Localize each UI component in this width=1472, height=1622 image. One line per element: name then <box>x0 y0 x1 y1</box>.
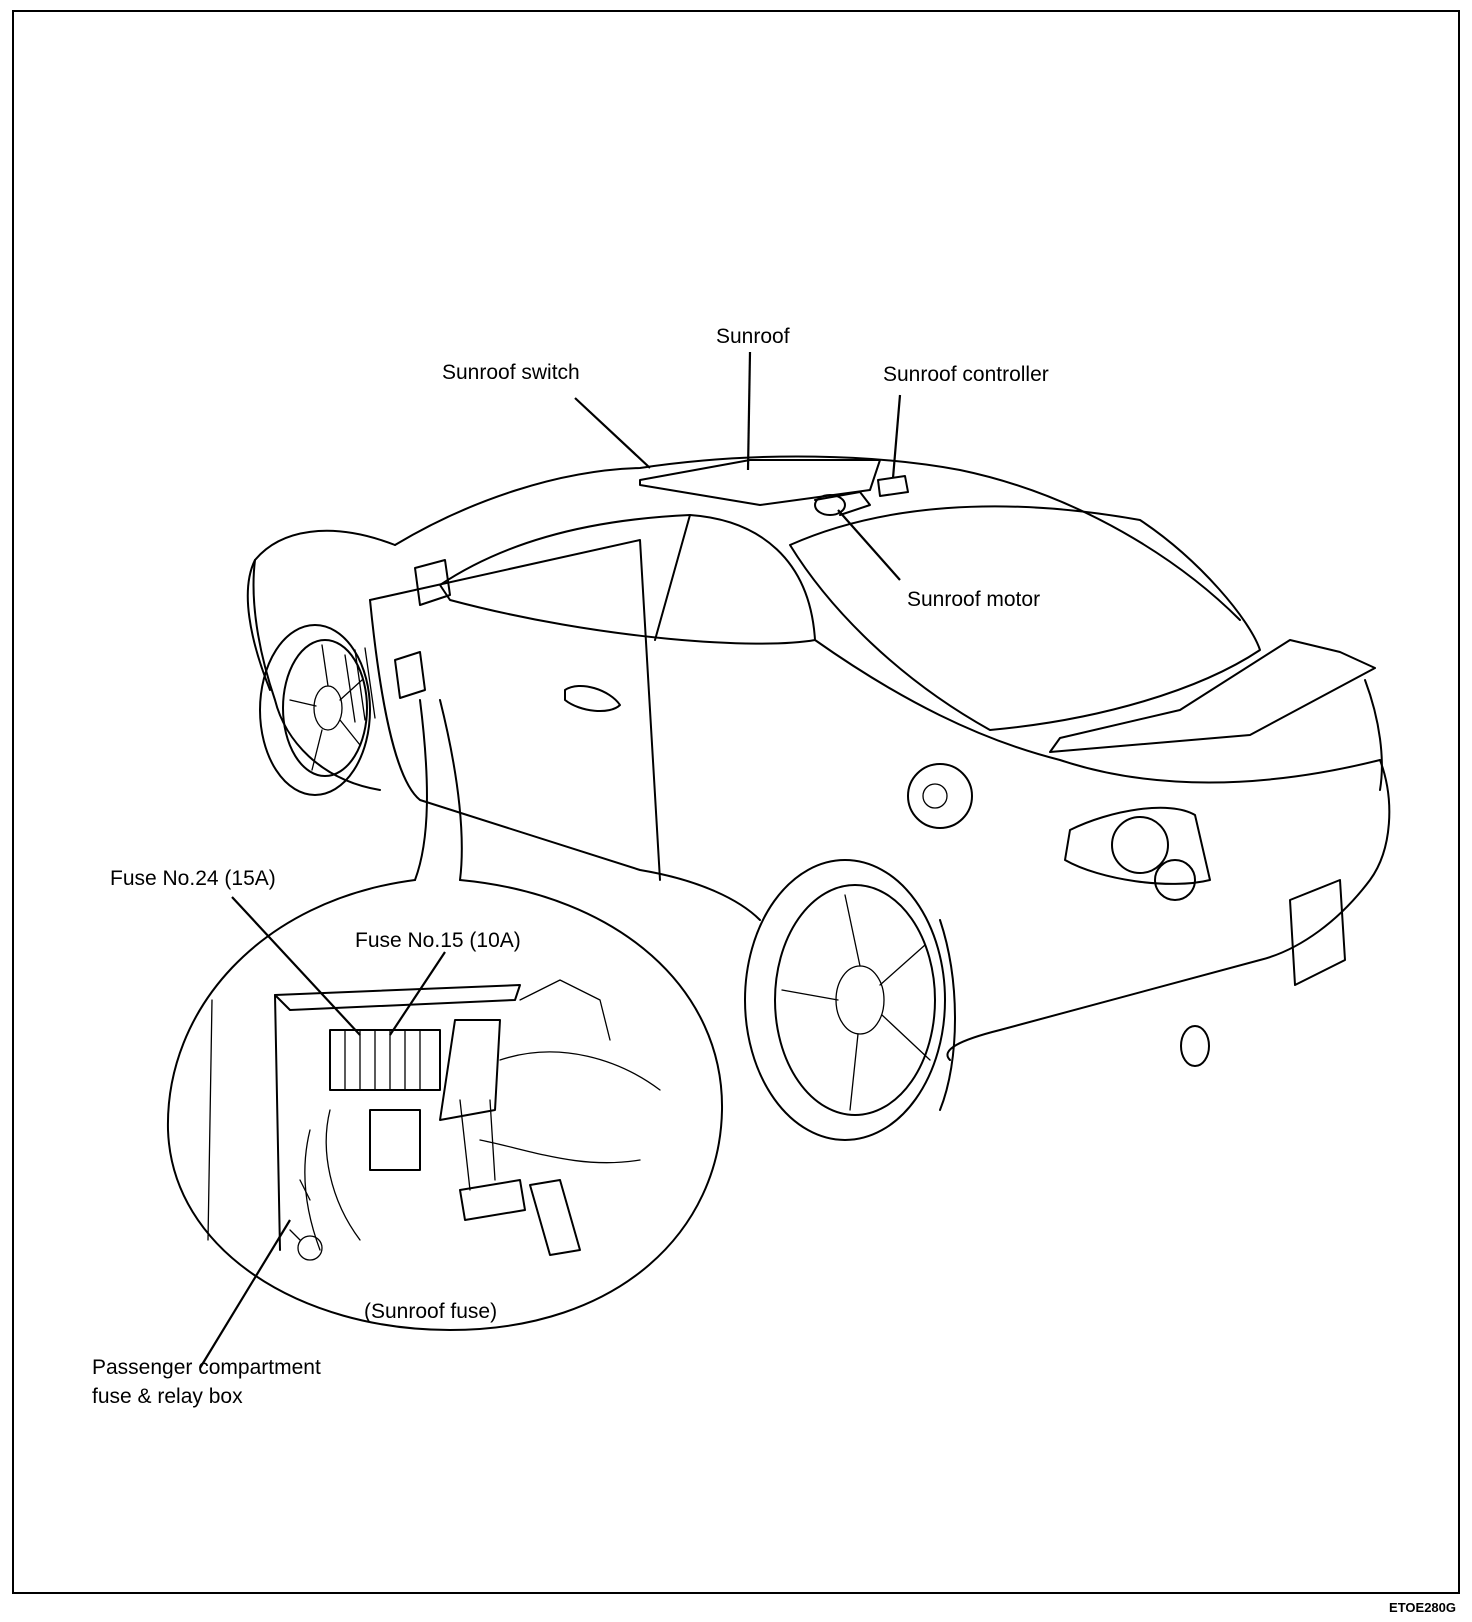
label-relay-box-line2: fuse & relay box <box>92 1385 243 1408</box>
leader-fuse-15 <box>389 951 446 1036</box>
label-sunroof-motor: Sunroof motor <box>907 588 1041 611</box>
inset-circle <box>166 879 724 1331</box>
rear-wheel-arch <box>939 919 956 1111</box>
side-mirror <box>414 559 451 606</box>
label-sunroof: Sunroof <box>716 325 790 348</box>
leader-sunroof-motor <box>837 509 901 581</box>
figure-reference: ETOE280G <box>1389 1600 1456 1615</box>
car-body <box>246 455 1391 1067</box>
license-plate <box>1289 879 1346 986</box>
label-relay-box-line1: Passenger compartment <box>92 1356 321 1379</box>
tail-light-housing <box>1064 806 1211 885</box>
roof-line <box>394 455 1241 621</box>
rocker-line <box>369 599 761 921</box>
leader-sunroof-controller <box>891 394 902 479</box>
brake-pedal <box>459 1179 526 1221</box>
label-sunroof-controller: Sunroof controller <box>883 363 1049 386</box>
tail-edge <box>1364 679 1383 791</box>
front-hood <box>246 529 396 691</box>
label-sunroof-switch: Sunroof switch <box>442 361 580 384</box>
sunroof-motor-part <box>814 494 846 516</box>
rear-spoiler <box>1049 639 1376 753</box>
fuse-block <box>329 1029 441 1091</box>
leader-sunroof <box>746 351 752 471</box>
tail-light-large <box>1111 816 1169 874</box>
leader-lines <box>199 351 902 1369</box>
tail-light-small <box>1154 859 1196 901</box>
sunroof-controller-box <box>877 475 909 497</box>
belt-line <box>814 639 1381 784</box>
leader-sunroof-switch <box>574 397 651 469</box>
door-handle <box>564 685 621 712</box>
window-pillar <box>654 514 691 641</box>
front-wheel <box>259 624 371 796</box>
side-marker <box>394 651 426 699</box>
door-shut-line <box>369 539 661 881</box>
accelerator-pedal <box>529 1179 581 1256</box>
rear-bumper <box>946 759 1391 1061</box>
leader-relay-box <box>199 1219 291 1369</box>
leader-fuse-24 <box>231 896 361 1036</box>
sunroof-glass <box>639 459 881 506</box>
figure-frame <box>12 10 1460 1594</box>
fuse-panel-top <box>274 984 521 1011</box>
rear-window <box>789 505 1261 731</box>
label-sunroof-fuse: (Sunroof fuse) <box>364 1300 498 1323</box>
fuse-box-inset <box>166 699 724 1331</box>
side-window <box>439 514 816 645</box>
fuse-row <box>344 1029 421 1091</box>
fuel-door <box>907 763 973 829</box>
label-fuse-24: Fuse No.24 (15A) <box>110 867 276 890</box>
rear-wheel <box>744 859 956 1141</box>
exhaust-tip <box>1180 1025 1210 1067</box>
label-fuse-15: Fuse No.15 (10A) <box>355 929 521 952</box>
